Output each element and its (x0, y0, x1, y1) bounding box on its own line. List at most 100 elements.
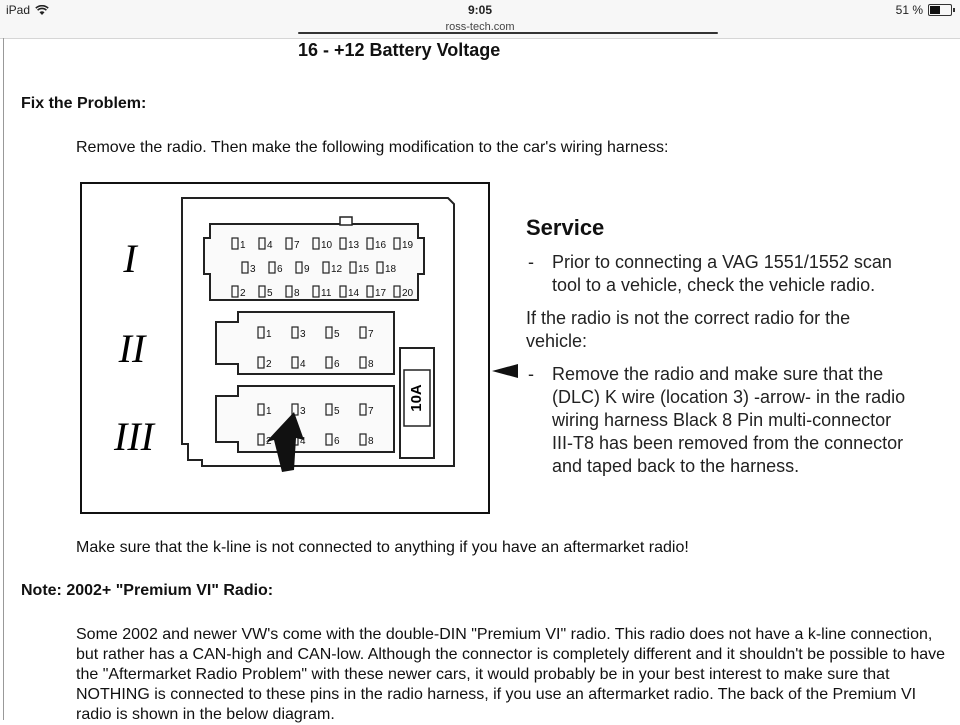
note-paragraph: Some 2002 and newer VW's come with the d… (76, 626, 946, 723)
pointer-arrow-icon (492, 364, 518, 378)
connector-III-pin-box (325, 403, 333, 416)
connector-II-pin-label: 1 (266, 329, 272, 340)
connector-II-pin-box (359, 326, 367, 339)
address-domain[interactable]: ross-tech.com (445, 21, 515, 33)
connector-I-pin-box (231, 285, 239, 298)
roman-label-1: I (122, 236, 138, 281)
bullet2-line-4: III-T8 has been removed from the connect… (552, 433, 904, 453)
connector-I-pin-box (258, 237, 266, 250)
bullet2-line-3: wiring harness Black 8 Pin multi-connect… (552, 410, 892, 430)
connector-I-pin-label: 12 (331, 264, 343, 275)
connector-II-pin-label: 3 (300, 329, 306, 340)
battery-percent: 51 % (895, 3, 923, 17)
kline-paragraph: Make sure that the k-line is not connect… (76, 539, 689, 556)
connector-II-pin-label: 7 (368, 329, 374, 340)
condition-line-2: vehicle: (526, 331, 588, 351)
connector-III-pin-label: 4 (300, 436, 306, 447)
connector-III-pin-box (325, 433, 333, 446)
connector-III-pin-box (257, 403, 265, 416)
connector-II-pins: 1 3 5 7 2 4 6 8 (257, 326, 374, 370)
status-bar: iPad 9:05 51 % (0, 0, 960, 20)
connector-II-pin-box (325, 356, 333, 369)
connector-II-pin-label: 8 (368, 359, 374, 370)
connector-I-pin-box (366, 285, 374, 298)
bullet2-line-1: Remove the radio and make sure that the (552, 364, 884, 384)
connector-III-pin-box (359, 433, 367, 446)
address-bar[interactable]: ross-tech.com (0, 20, 960, 39)
roman-label-3: III (113, 414, 156, 459)
connector-I-pin-box (295, 261, 303, 274)
connector-III-pin-box (257, 433, 265, 446)
bullet2-line-5: and taped back to the harness. (552, 456, 800, 476)
arrow-icon (266, 412, 304, 472)
connector-II-pin-label: 4 (300, 359, 306, 370)
roman-label-2: II (118, 326, 147, 371)
connector-III-pin-label: 1 (266, 406, 272, 417)
connector-III-pin-label: 3 (300, 406, 306, 417)
connector-I-pin-box (312, 237, 320, 250)
clock: 9:05 (467, 3, 493, 17)
connector-I-pin-label: 15 (358, 264, 370, 275)
connector-I-pin-box (339, 237, 347, 250)
connector-I-pin-label: 19 (402, 240, 414, 251)
connector-I-pin-label: 13 (348, 240, 360, 251)
bullet-dash: - (528, 252, 534, 272)
connector-I-pin-label: 9 (304, 264, 310, 275)
service-title: Service (526, 215, 605, 240)
connector-III-pin-box (359, 403, 367, 416)
connector-I-pin-box (339, 285, 347, 298)
connector-II-pin-label: 6 (334, 359, 340, 370)
fuse (403, 369, 431, 427)
fuse-label: 10A (408, 384, 425, 412)
connector-III-pin-label: 2 (266, 436, 272, 447)
connector-I-pin-box (393, 237, 401, 250)
wifi-icon (35, 4, 49, 15)
connector-I-pin-box (241, 261, 249, 274)
connector-I-pin-label: 10 (321, 240, 333, 251)
connector-I-pin-box (312, 285, 320, 298)
connector-I-pin-label: 18 (385, 264, 397, 275)
bullet2-line-2: (DLC) K wire (location 3) -arrow- in the… (552, 387, 906, 407)
connector-I-pin-label: 7 (294, 240, 300, 251)
connector-I-pin-label: 8 (294, 288, 300, 299)
connector-II-pin-box (291, 326, 299, 339)
status-left: iPad (6, 3, 49, 17)
connector-I-pin-label: 16 (375, 240, 387, 251)
connector-I-pin-box (366, 237, 374, 250)
connector-III-pin-label: 7 (368, 406, 374, 417)
connector-I-pin-box (285, 237, 293, 250)
connector-I (203, 223, 425, 301)
connector-I-pin-box (268, 261, 276, 274)
connector-II-pin-box (257, 356, 265, 369)
connector-I-pin-box (393, 285, 401, 298)
bullet1-line-1: Prior to connecting a VAG 1551/1552 scan (552, 252, 892, 272)
connector-I-pin-box (285, 285, 293, 298)
connector-I-pin-box (376, 261, 384, 274)
connector-I-pin-label: 17 (375, 288, 387, 299)
connector-I-pin-label: 11 (321, 288, 332, 299)
condition-line-1: If the radio is not the correct radio fo… (526, 308, 851, 328)
connector-II-pin-label: 2 (266, 359, 272, 370)
cutoff-text-fragment (298, 26, 718, 36)
connector-I-latch (339, 216, 353, 226)
connector-I-pin-label: 14 (348, 288, 360, 299)
cutoff-heading: 16 - +12 Battery Voltage (298, 40, 501, 60)
connector-I-pin-label: 6 (277, 264, 283, 275)
connector-II-pin-box (325, 326, 333, 339)
connector-III-pin-label: 8 (368, 436, 374, 447)
connector-I-pin-box (322, 261, 330, 274)
connector-III-pin-label: 6 (334, 436, 340, 447)
connector-II-pin-box (359, 356, 367, 369)
bullet-dash-2: - (528, 364, 534, 384)
connector-I-pin-box (258, 285, 266, 298)
radio-housing (181, 197, 455, 467)
device-label: iPad (6, 3, 31, 17)
bullet1-line-2: tool to a vehicle, check the vehicle rad… (552, 275, 876, 295)
connector-I-pin-label: 3 (250, 264, 256, 275)
connector-II-pin-label: 5 (334, 329, 340, 340)
battery-icon (928, 4, 955, 16)
connector-III (215, 385, 395, 453)
